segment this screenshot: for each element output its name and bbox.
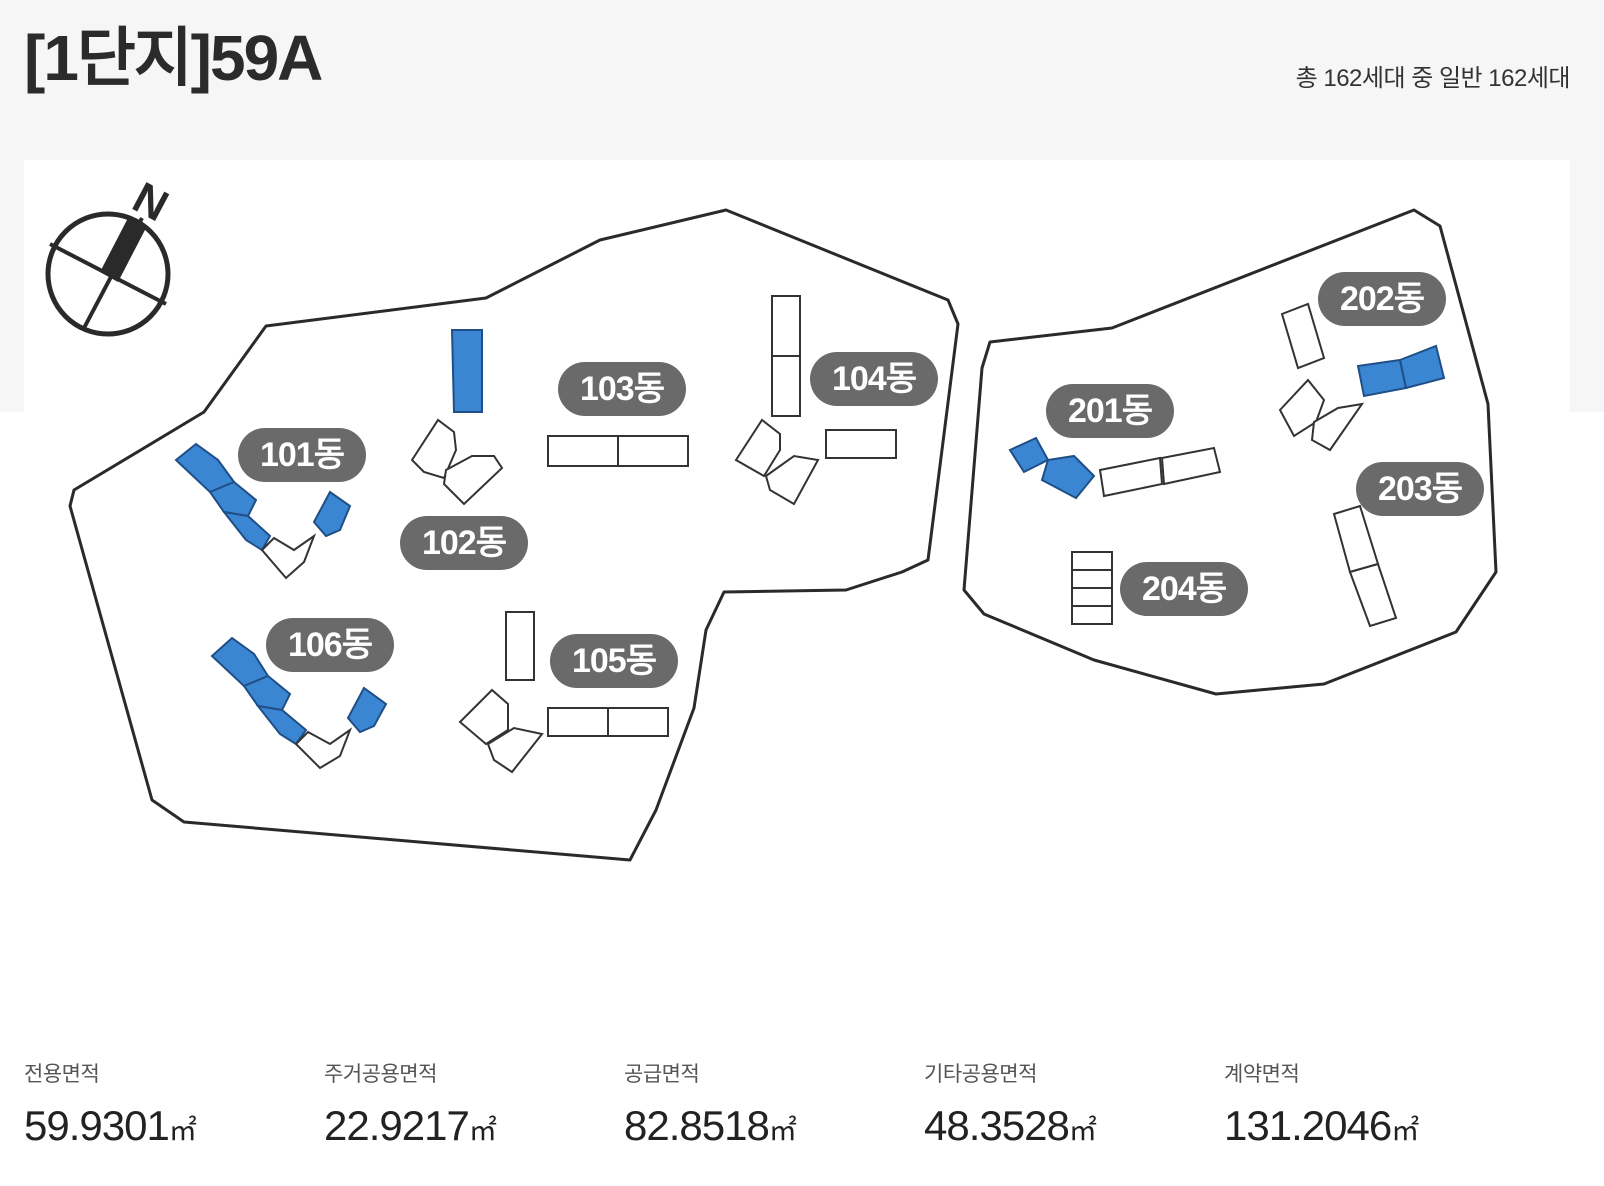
label-101[interactable]: 101동 [238, 428, 366, 482]
label-102[interactable]: 102동 [400, 516, 528, 570]
building-104[interactable] [734, 295, 897, 506]
svg-text:104동: 104동 [832, 360, 917, 398]
label-201[interactable]: 201동 [1046, 384, 1174, 438]
svg-text:201동: 201동 [1068, 392, 1153, 430]
label-103[interactable]: 103동 [558, 362, 686, 416]
building-103[interactable] [547, 435, 689, 467]
svg-text:103동: 103동 [580, 370, 665, 408]
area-label: 기타공용면적 [924, 1063, 1037, 1086]
units-summary: 총 162세대 중 일반 162세대 [1295, 65, 1571, 92]
area-value: 59.9301㎡ [24, 1102, 197, 1149]
area-label: 계약면적 [1224, 1063, 1300, 1086]
building-105[interactable] [458, 611, 669, 774]
svg-text:101동: 101동 [260, 436, 345, 474]
site-map: N [45, 173, 1498, 862]
building-203[interactable] [1332, 504, 1398, 628]
label-202[interactable]: 202동 [1318, 272, 1446, 326]
svg-text:204동: 204동 [1142, 570, 1227, 608]
label-104[interactable]: 104동 [810, 352, 938, 406]
label-203[interactable]: 203동 [1356, 462, 1484, 516]
building-102[interactable] [410, 329, 504, 506]
site-map-panel: N [24, 160, 1570, 1040]
area-contract: 계약면적 131.2046㎡ [1224, 1058, 1524, 1150]
area-label: 주거공용면적 [324, 1063, 437, 1086]
area-supply: 공급면적 82.8518㎡ [624, 1058, 924, 1150]
svg-text:203동: 203동 [1378, 470, 1463, 508]
area-label: 전용면적 [24, 1063, 100, 1086]
area-other-common: 기타공용면적 48.3528㎡ [924, 1058, 1224, 1150]
building-201[interactable] [1008, 436, 1222, 500]
svg-text:105동: 105동 [572, 642, 657, 680]
building-101[interactable] [174, 442, 352, 580]
label-105[interactable]: 105동 [550, 634, 678, 688]
area-exclusive: 전용면적 59.9301㎡ [24, 1058, 324, 1150]
area-value: 22.9217㎡ [324, 1102, 497, 1149]
area-label: 공급면적 [624, 1063, 700, 1086]
area-value: 48.3528㎡ [924, 1102, 1097, 1149]
building-202[interactable] [1278, 302, 1446, 452]
area-summary: 전용면적 59.9301㎡ 주거공용면적 22.9217㎡ 공급면적 82.85… [24, 1058, 1564, 1168]
building-204[interactable] [1071, 551, 1113, 625]
svg-text:202동: 202동 [1340, 280, 1425, 318]
svg-text:106동: 106동 [288, 626, 373, 664]
area-residential-common: 주거공용면적 22.9217㎡ [324, 1058, 624, 1150]
label-106[interactable]: 106동 [266, 618, 394, 672]
building-106[interactable] [210, 636, 388, 770]
north-compass-icon: N [45, 173, 176, 337]
area-value: 131.2046㎡ [1224, 1102, 1419, 1149]
svg-text:102동: 102동 [422, 524, 507, 562]
label-204[interactable]: 204동 [1120, 562, 1248, 616]
area-value: 82.8518㎡ [624, 1102, 797, 1149]
page-title: [1단지]59A [24, 22, 323, 94]
